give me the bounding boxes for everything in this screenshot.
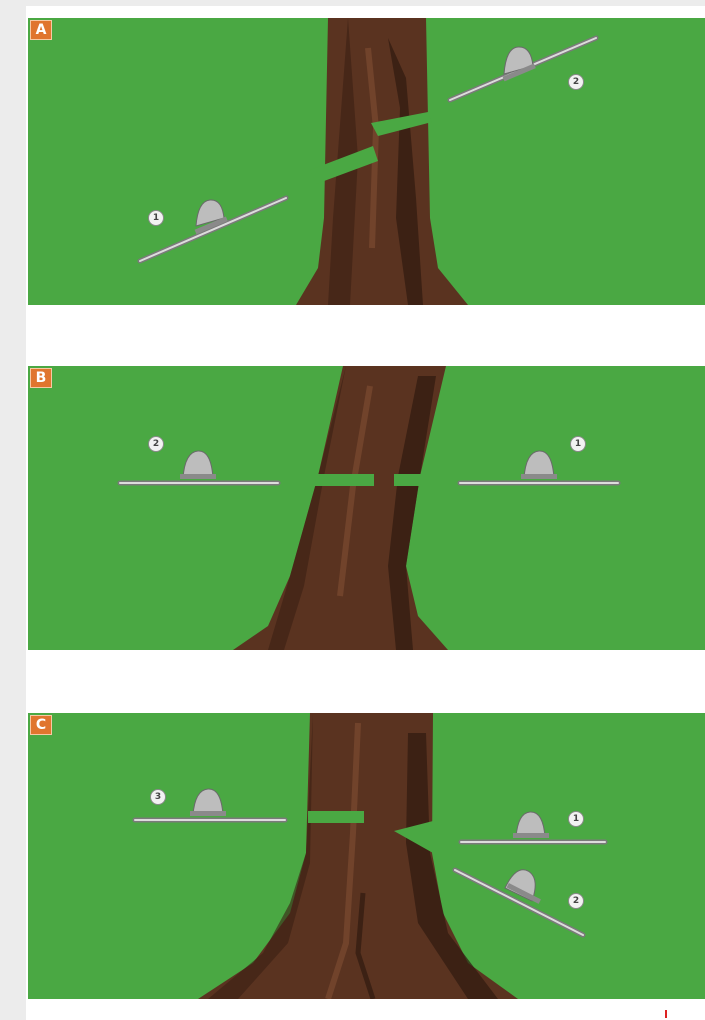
step-marker-icon: 2 — [568, 893, 584, 909]
corner-mark — [665, 1010, 667, 1018]
step-marker-icon: 3 — [150, 789, 166, 805]
panel-a-drawing — [28, 18, 705, 305]
frame-left — [0, 0, 26, 1020]
step-marker-icon: 2 — [148, 436, 164, 452]
panel-c-drawing — [28, 713, 705, 999]
panel-a: A 1 2 — [28, 18, 705, 305]
panel-label-a: A — [30, 20, 52, 40]
panel-label-c: C — [30, 715, 52, 735]
panel-c: C 3 1 2 — [28, 713, 705, 999]
saw-icon — [460, 451, 618, 483]
step-marker-icon: 1 — [570, 436, 586, 452]
panel-label-b: B — [30, 368, 52, 388]
step-marker-icon: 1 — [148, 210, 164, 226]
step-marker-icon: 1 — [568, 811, 584, 827]
saw-icon — [450, 38, 596, 100]
saw-icon — [455, 870, 583, 935]
panel-b: B 2 1 — [28, 366, 705, 650]
step-marker-icon: 2 — [568, 74, 584, 90]
frame-top — [0, 0, 705, 6]
saw-icon — [140, 198, 286, 261]
saw-icon — [120, 451, 278, 483]
panel-b-drawing — [28, 366, 705, 650]
